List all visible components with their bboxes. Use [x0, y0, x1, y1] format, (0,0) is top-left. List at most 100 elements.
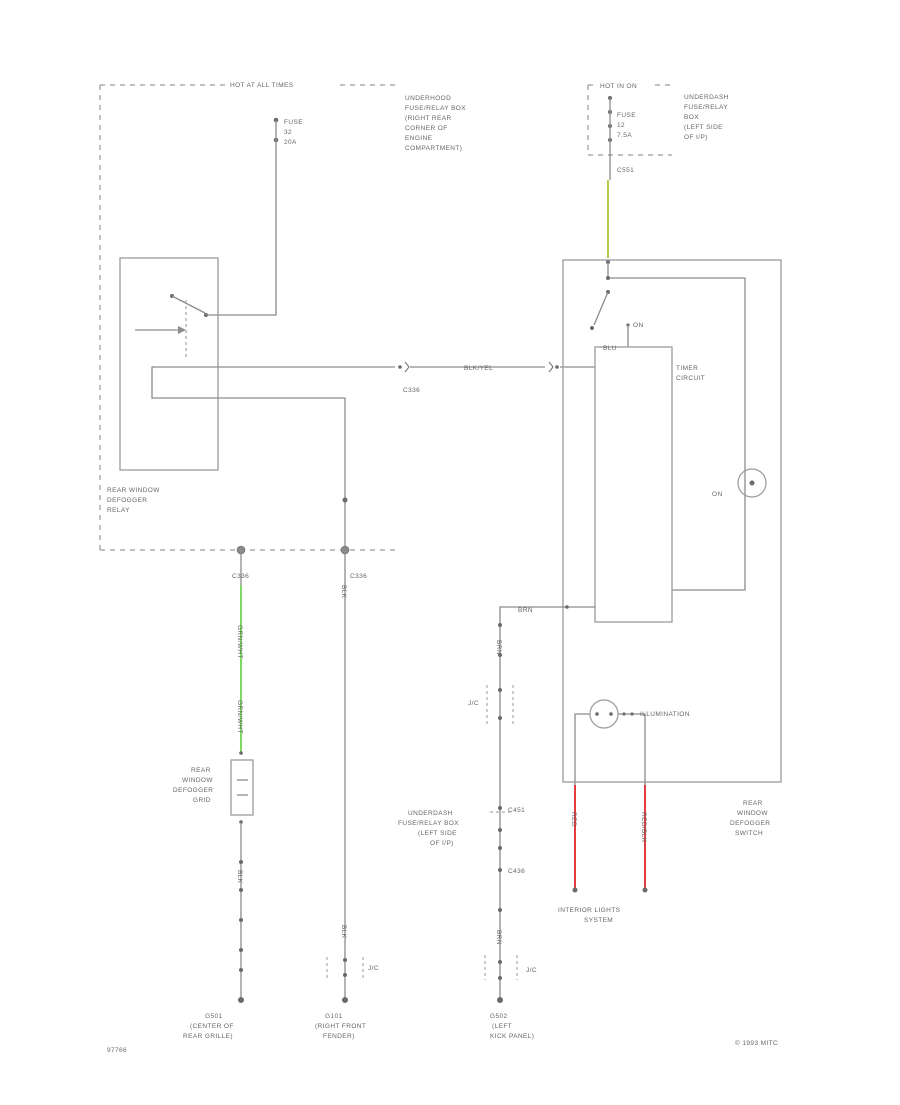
svg-text:J/C: J/C	[468, 700, 479, 707]
svg-text:FUSE/RELAY BOX: FUSE/RELAY BOX	[398, 820, 459, 827]
hot-at-all-times-label: HOT AT ALL TIMES	[230, 82, 294, 89]
grn-wht-top: GRN/WHT	[236, 625, 243, 659]
svg-text:INTERIOR LIGHTS: INTERIOR LIGHTS	[558, 907, 621, 914]
blk-mid: BLK	[340, 585, 347, 599]
conn-left2-label: C336	[350, 573, 367, 580]
brn-ground-wire	[499, 606, 595, 1000]
svg-text:BLK: BLK	[340, 925, 347, 939]
illumination-lamp: ILLUMINATION	[574, 699, 690, 785]
underdash-fuse-box-enclosure	[587, 84, 672, 156]
svg-text:WINDOW: WINDOW	[182, 777, 213, 784]
indicator-lamp: ON	[712, 468, 767, 498]
svg-text:DEFOGGER: DEFOGGER	[173, 787, 213, 794]
svg-text:BRN: BRN	[495, 930, 502, 945]
svg-text:ENGINE: ENGINE	[405, 135, 433, 142]
svg-text:(CENTER OF: (CENTER OF	[190, 1023, 234, 1030]
svg-text:(RIGHT REAR: (RIGHT REAR	[405, 115, 452, 122]
fuse-32: FUSE 32 20A	[273, 117, 303, 146]
svg-text:(LEFT SIDE: (LEFT SIDE	[684, 124, 723, 131]
conn-left1-label: C336	[232, 573, 249, 580]
svg-text:SYSTEM: SYSTEM	[584, 917, 613, 924]
connector-c336-mid: C336	[398, 361, 420, 394]
interior-lights-label: INTERIOR LIGHTS SYSTEM	[558, 907, 621, 924]
svg-text:OF I/P): OF I/P)	[430, 840, 454, 847]
figure-number: 97766	[107, 1047, 127, 1054]
wire-label-blk-yel: BLK/YEL	[464, 365, 493, 372]
svg-text:J/C: J/C	[368, 965, 379, 972]
defogger-relay-box	[119, 257, 219, 471]
ground-g101: J/C BLK G101 (RIGHT FRONT FENDER)	[315, 925, 379, 1040]
indicator-wire	[607, 262, 746, 591]
red-blk-label: RED/BLK	[640, 812, 647, 843]
junction-connector-low: J/C	[484, 955, 537, 980]
svg-text:RELAY: RELAY	[107, 507, 130, 514]
svg-text:G101: G101	[325, 1013, 343, 1020]
hot-run-label: HOT IN ON	[600, 83, 637, 90]
svg-text:(LEFT: (LEFT	[492, 1023, 512, 1030]
svg-text:12: 12	[617, 122, 625, 129]
svg-text:(RIGHT FRONT: (RIGHT FRONT	[315, 1023, 366, 1030]
fuse-32-line1: FUSE	[284, 119, 303, 126]
svg-text:SWITCH: SWITCH	[735, 830, 763, 837]
relay-switch	[135, 294, 226, 399]
grid-ground-wire: BLK	[236, 822, 243, 1000]
svg-text:DEFOGGER: DEFOGGER	[730, 820, 770, 827]
svg-text:KICK PANEL): KICK PANEL)	[490, 1033, 534, 1040]
svg-text:J/C: J/C	[526, 967, 537, 974]
svg-text:CORNER OF: CORNER OF	[405, 125, 448, 132]
svg-text:REAR GRILLE): REAR GRILLE)	[183, 1033, 233, 1040]
fuse-12: FUSE 12 7.5A	[608, 96, 636, 142]
c436-label: C436	[508, 868, 525, 875]
underdash-lower-label: UNDERDASH FUSE/RELAY BOX (LEFT SIDE OF I…	[398, 810, 459, 847]
svg-text:WINDOW: WINDOW	[737, 810, 768, 817]
svg-text:GRID: GRID	[193, 797, 211, 804]
svg-text:UNDERHOOD: UNDERHOOD	[405, 95, 451, 102]
svg-text:BLK: BLK	[236, 870, 243, 884]
defogger-switch-box	[562, 259, 782, 783]
relay-label: REAR WINDOW DEFOGGER RELAY	[107, 487, 160, 514]
connector-timer-input	[548, 361, 559, 373]
svg-text:REAR WINDOW: REAR WINDOW	[107, 487, 160, 494]
svg-text:BRN: BRN	[495, 640, 502, 655]
svg-text:C336: C336	[403, 387, 420, 394]
svg-text:(LEFT SIDE: (LEFT SIDE	[418, 830, 457, 837]
fuse-to-relay-wire	[226, 140, 277, 316]
svg-text:UNDERDASH: UNDERDASH	[684, 94, 729, 101]
svg-text:FUSE/RELAY BOX: FUSE/RELAY BOX	[405, 105, 466, 112]
underhood-box-label: UNDERHOOD FUSE/RELAY BOX (RIGHT REAR COR…	[405, 95, 466, 152]
c451-label: C451	[508, 807, 525, 814]
svg-text:OF I/P): OF I/P)	[684, 134, 708, 141]
timer-circuit-box	[594, 346, 673, 623]
switch-contact: ON	[590, 290, 643, 347]
ground-g501: G501 (CENTER OF REAR GRILLE)	[183, 997, 244, 1040]
red-label: RED	[570, 812, 577, 827]
splice-dot	[342, 497, 348, 503]
fuse-32-line2: 32	[284, 129, 292, 136]
svg-text:DEFOGGER: DEFOGGER	[107, 497, 147, 504]
relay-ground-wire	[226, 397, 346, 1000]
svg-text:FUSE/RELAY: FUSE/RELAY	[684, 104, 728, 111]
svg-text:REAR: REAR	[743, 800, 763, 807]
copyright: © 1993 MITC	[735, 1039, 778, 1047]
svg-text:UNDERDASH: UNDERDASH	[408, 810, 453, 817]
ground-g502: G502 (LEFT KICK PANEL)	[490, 997, 534, 1040]
c551-label: C551	[617, 167, 634, 174]
svg-text:FUSE: FUSE	[617, 112, 636, 119]
illumination-label: ILLUMINATION	[640, 711, 690, 718]
fuse-32-line3: 20A	[284, 139, 297, 146]
underdash-box-label: UNDERDASH FUSE/RELAY BOX (LEFT SIDE OF I…	[684, 94, 729, 141]
defogger-switch-label: REAR WINDOW DEFOGGER SWITCH	[730, 800, 770, 837]
blu-label: BLU	[603, 345, 617, 352]
timer-label2: CIRCUIT	[676, 375, 705, 382]
connector-pin	[340, 545, 350, 555]
timer-label1: TIMER	[676, 365, 698, 372]
svg-text:G502: G502	[490, 1013, 508, 1020]
svg-text:G501: G501	[205, 1013, 223, 1020]
junction-connector-mid: J/C	[468, 685, 514, 725]
svg-text:COMPARTMENT): COMPARTMENT)	[405, 145, 462, 152]
svg-text:FENDER): FENDER)	[323, 1033, 355, 1040]
svg-text:7.5A: 7.5A	[617, 132, 632, 139]
underhood-fuse-box-enclosure	[99, 84, 398, 551]
